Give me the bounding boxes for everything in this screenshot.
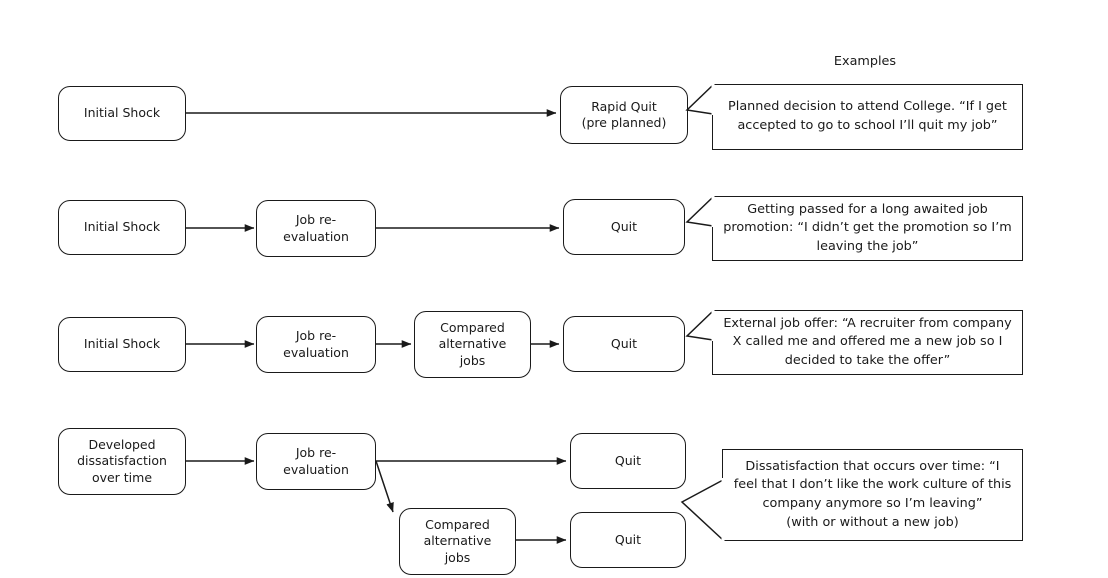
node-quit-row2[interactable]: Quit xyxy=(563,199,685,255)
example-callout-row1[interactable]: Planned decision to attend College. “If … xyxy=(712,84,1023,150)
connector-r4-reeval-to-compared xyxy=(375,460,394,513)
example-callout-row2[interactable]: Getting passed for a long awaited job pr… xyxy=(712,196,1023,261)
node-quit-row3[interactable]: Quit xyxy=(563,316,685,372)
node-job-re-evaluation-row3[interactable]: Job re- evaluation xyxy=(256,316,376,373)
example-callout-row4[interactable]: Dissatisfaction that occurs over time: “… xyxy=(722,449,1023,541)
examples-header-label: Examples xyxy=(833,54,897,69)
node-quit-direct-row4[interactable]: Quit xyxy=(570,433,686,489)
node-quit-after-comparison-row4[interactable]: Quit xyxy=(570,512,686,568)
node-compared-alternative-jobs-row4[interactable]: Compared alternative jobs xyxy=(399,508,516,575)
node-compared-alternative-jobs-row3[interactable]: Compared alternative jobs xyxy=(414,311,531,378)
example-callout-row3[interactable]: External job offer: “A recruiter from co… xyxy=(712,310,1023,375)
node-job-re-evaluation-row4[interactable]: Job re- evaluation xyxy=(256,433,376,490)
node-initial-shock-row2[interactable]: Initial Shock xyxy=(58,200,186,255)
node-rapid-quit-pre-planned[interactable]: Rapid Quit (pre planned) xyxy=(560,86,688,144)
node-initial-shock-row3[interactable]: Initial Shock xyxy=(58,317,186,372)
node-initial-shock-row1[interactable]: Initial Shock xyxy=(58,86,186,141)
node-developed-dissatisfaction-over-time[interactable]: Developed dissatisfaction over time xyxy=(58,428,186,495)
node-job-re-evaluation-row2[interactable]: Job re- evaluation xyxy=(256,200,376,257)
